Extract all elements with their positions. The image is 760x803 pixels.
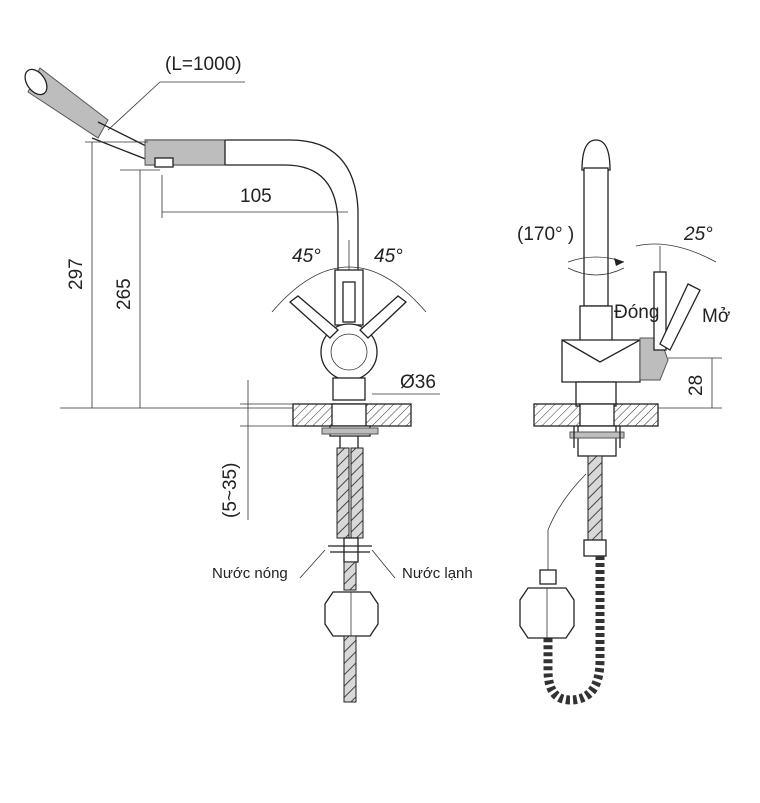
lever-height-label: 28	[686, 375, 707, 396]
open-label: Mở	[702, 306, 730, 327]
angle-right-label: 45°	[374, 246, 403, 267]
lever-angle-label: 25°	[683, 224, 713, 245]
angle-left-label: 45°	[292, 246, 321, 267]
swivel-angle-label: (170° )	[517, 224, 574, 245]
closed-label: Đóng	[614, 302, 659, 323]
side-spout	[567, 139, 625, 307]
spray-head	[24, 67, 151, 161]
base-diameter-label: Ø36	[400, 372, 436, 393]
side-deck	[533, 403, 659, 457]
deck-thickness-label: (5~35)	[220, 463, 241, 518]
cold-water-label: Nước lạnh	[402, 565, 473, 582]
side-view: (170° ) 25° Đóng Mở 28	[517, 139, 730, 705]
side-levers	[635, 243, 717, 351]
side-dimensions	[658, 357, 722, 409]
front-dimensions	[60, 81, 440, 579]
spout-reach-label: 105	[240, 186, 272, 207]
side-hose-weight	[519, 587, 575, 639]
spout	[144, 139, 359, 270]
supply-hoses	[328, 447, 372, 591]
total-height-label: 297	[66, 258, 87, 290]
side-hoses	[539, 455, 607, 705]
hot-water-label: Nước nóng	[212, 565, 288, 582]
spout-height-label: 265	[114, 278, 135, 310]
faucet-body	[271, 240, 427, 401]
deck	[292, 403, 412, 448]
front-view: (L=1000) 105 297 265 45° 45° Ø36 (5~35) …	[24, 54, 473, 703]
hose-weight	[324, 591, 379, 703]
hose-length-label: (L=1000)	[165, 54, 242, 75]
